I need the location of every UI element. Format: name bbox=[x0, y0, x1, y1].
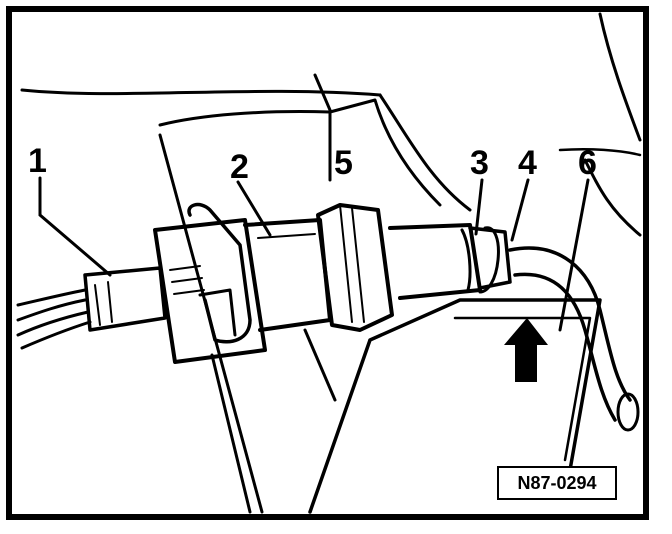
connector-clip bbox=[198, 288, 237, 337]
background-panel-line bbox=[378, 93, 472, 212]
hose bbox=[508, 246, 632, 402]
retaining-clip bbox=[478, 226, 500, 294]
wire-boot bbox=[83, 266, 167, 332]
sensor-flange-detail bbox=[339, 204, 365, 323]
background-panel-line bbox=[158, 110, 332, 127]
connector-housing bbox=[153, 218, 267, 364]
callout-label-5: 5 bbox=[334, 144, 353, 182]
wire bbox=[16, 298, 87, 322]
callout-label-4: 4 bbox=[518, 144, 537, 182]
reference-code-box: N87-0294 bbox=[497, 466, 617, 500]
leader-line-2 bbox=[236, 180, 272, 237]
reference-code-text: N87-0294 bbox=[517, 472, 597, 493]
hose-end bbox=[616, 392, 640, 432]
connector-ribs bbox=[169, 265, 205, 295]
leader-line-1 bbox=[38, 176, 112, 277]
background-panel-line bbox=[558, 147, 642, 157]
background-panel-line bbox=[20, 88, 382, 97]
leader-line-3 bbox=[474, 178, 484, 236]
wire-boot-detail bbox=[94, 281, 113, 326]
support-line bbox=[210, 353, 252, 514]
bracket-plate bbox=[308, 298, 602, 514]
sensor-body-highlight bbox=[257, 233, 316, 239]
callout-label-1: 1 bbox=[28, 142, 47, 180]
leader-line-5 bbox=[313, 73, 332, 182]
background-panel-line bbox=[583, 158, 642, 237]
sensor-shaft bbox=[388, 223, 482, 300]
up-arrow-icon bbox=[504, 318, 548, 382]
callout-label-6: 6 bbox=[578, 144, 597, 182]
background-panel-line bbox=[598, 12, 642, 142]
seal-ring bbox=[460, 228, 472, 292]
diagram-frame bbox=[6, 6, 649, 520]
callout-label-2: 2 bbox=[230, 148, 249, 186]
wire bbox=[16, 310, 90, 337]
callout-label-3: 3 bbox=[470, 144, 489, 182]
support-line bbox=[303, 328, 337, 402]
hose bbox=[513, 272, 617, 422]
wire bbox=[20, 320, 92, 350]
wire bbox=[16, 288, 87, 307]
sensor-flange bbox=[316, 203, 394, 332]
leader-line-6 bbox=[558, 178, 590, 332]
bracket-plate-edge bbox=[453, 316, 592, 462]
connector-clip bbox=[187, 202, 252, 344]
background-panel-line bbox=[328, 98, 442, 207]
sensor-tip bbox=[468, 226, 512, 290]
leader-line-4 bbox=[510, 178, 530, 242]
